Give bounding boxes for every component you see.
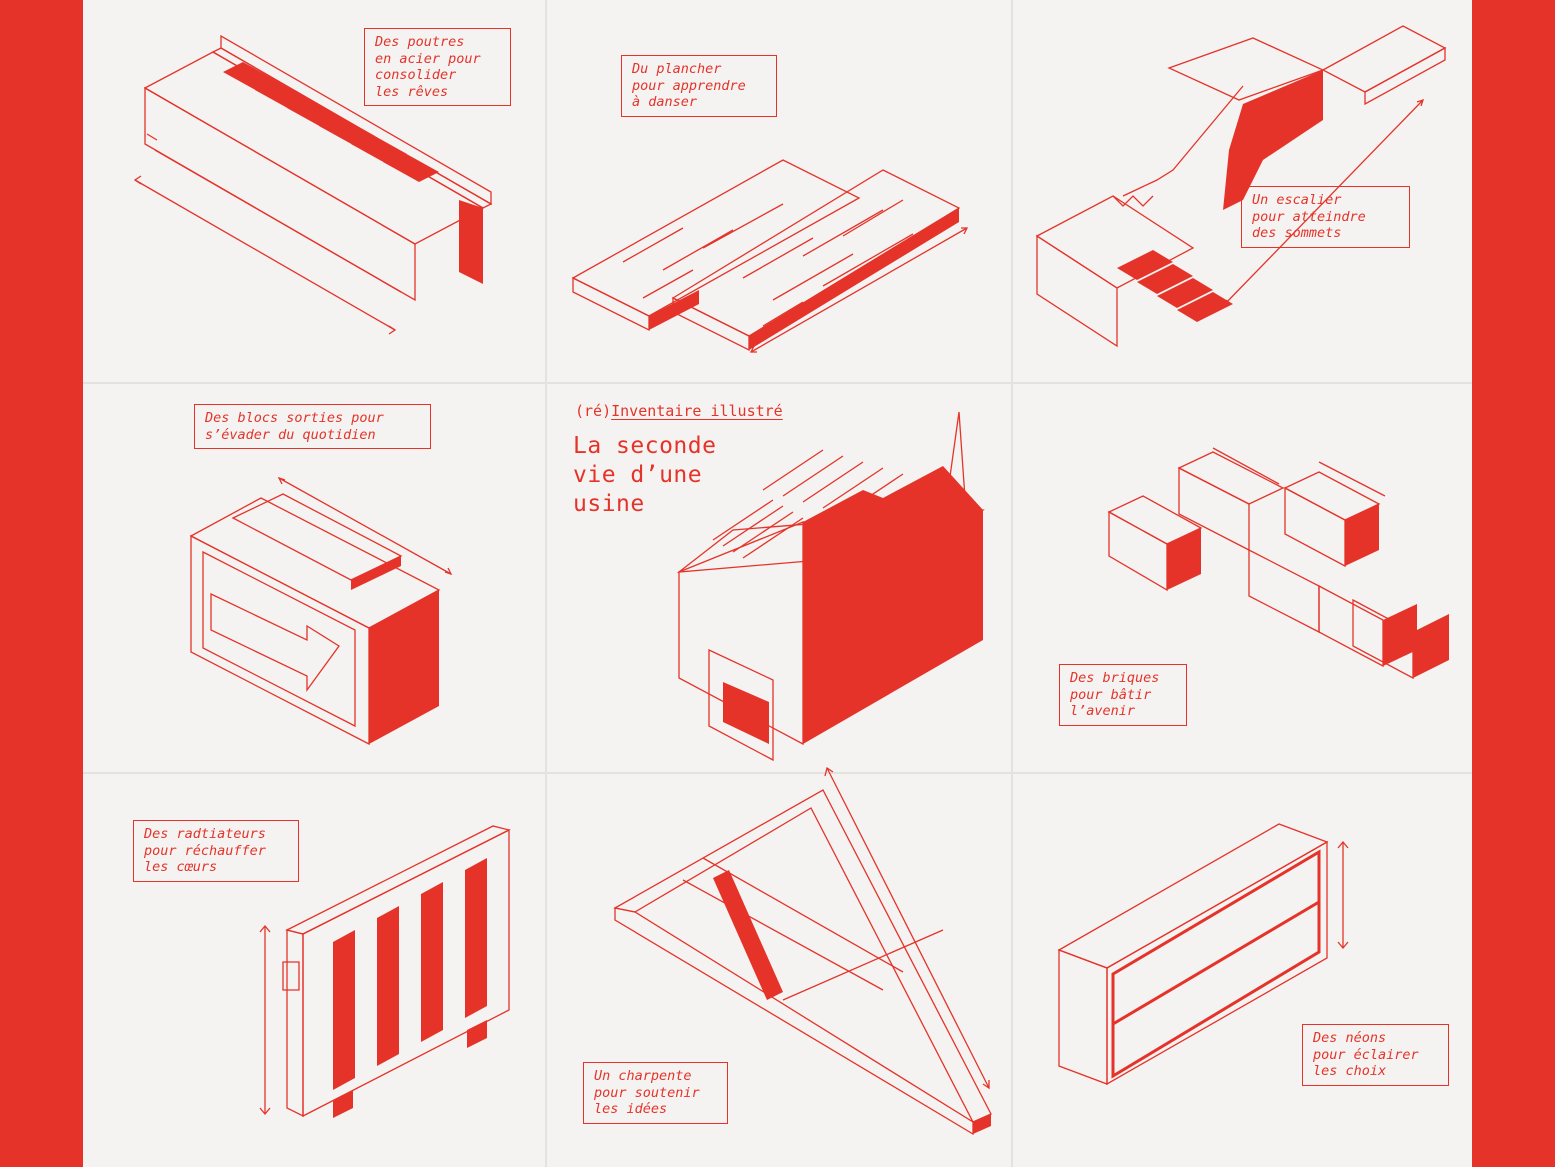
fold-line [83,772,1472,774]
caption-exit-signs: Des blocs sorties pour s’évader du quoti… [194,404,431,449]
caption-neon-lights: Des néons pour éclairer les choix [1302,1024,1449,1086]
kicker-prefix: (ré) [575,402,612,420]
caption-steel-beams: Des poutres en acier pour consolider les… [364,28,511,106]
poster-title: La seconde vie d’une usine [573,433,717,517]
poster-sheet: Des poutres en acier pour consolider les… [83,0,1472,1167]
caption-staircase: Un escalier pour atteindre des sommets [1241,186,1410,248]
steel-beam-illustration [83,0,545,382]
neon-light-illustration [83,0,1472,1167]
fold-line [1011,0,1013,1167]
roof-truss-illustration [83,0,1011,1167]
fold-line [545,0,547,1167]
staircase-illustration [83,0,1472,382]
fold-line [83,382,1472,384]
inventory-kicker: (ré)Inventaire illustré [575,402,783,420]
exit-sign-illustration [83,0,545,772]
kicker-label: Inventaire illustré [611,402,783,420]
caption-bricks: Des briques pour bâtir l’avenir [1059,664,1187,726]
radiator-illustration [83,0,545,1118]
caption-floor: Du plancher pour apprendre à danser [621,55,777,117]
caption-radiators: Des radtiateurs pour réchauffer les cœur… [133,820,299,882]
factory-illustration [83,0,1011,772]
bricks-illustration [83,0,1449,772]
caption-roof-truss: Un charpente pour soutenir les idées [583,1062,728,1124]
floor-planks-illustration [83,0,1011,382]
